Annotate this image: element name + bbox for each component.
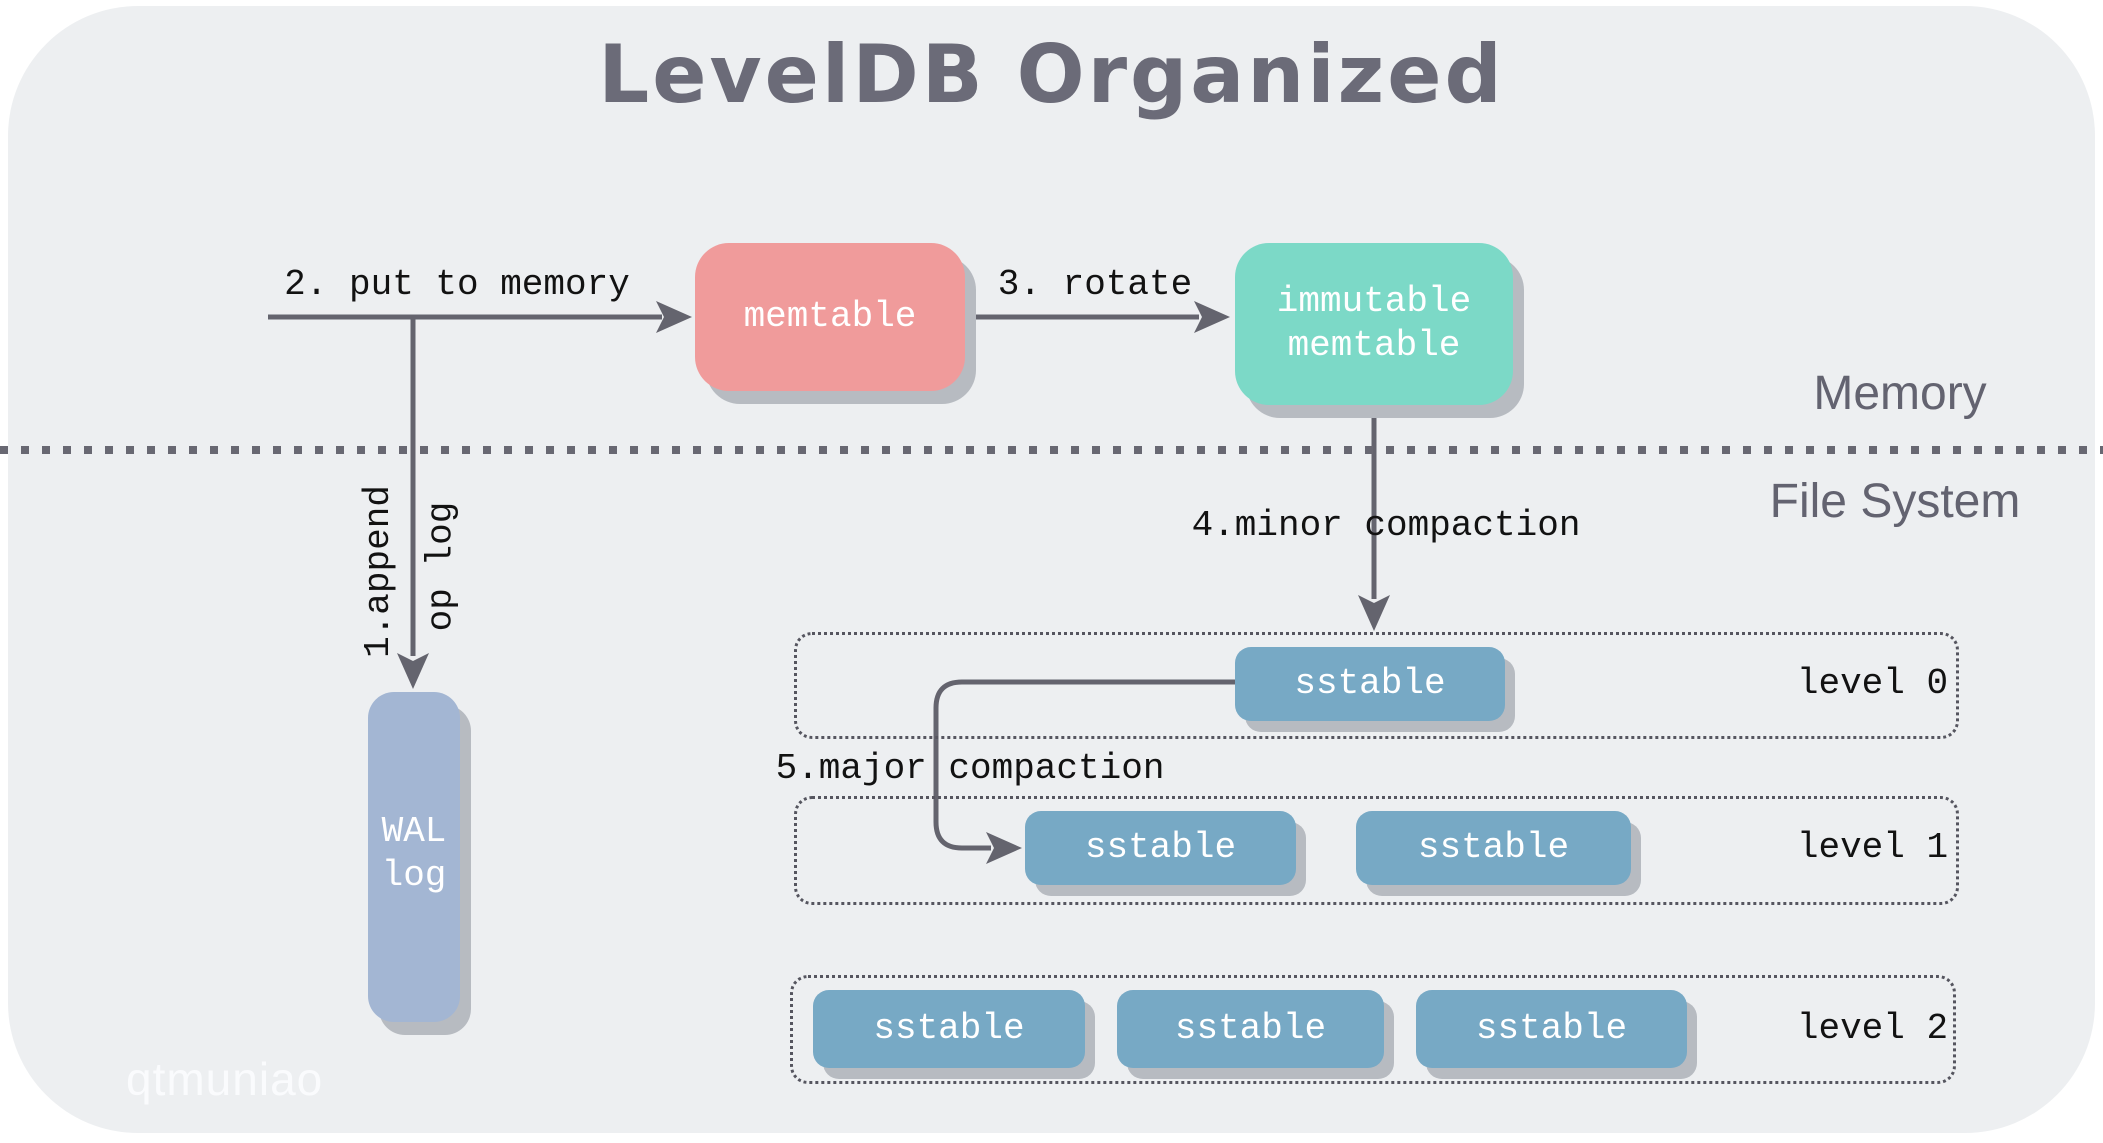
step4-label: 4.minor compaction — [1191, 505, 1581, 546]
wal-log-node: WAL log — [368, 692, 460, 1022]
level2-sstable-1: sstable — [813, 990, 1085, 1068]
step3-label: 3. rotate — [997, 264, 1193, 305]
sstable-label: sstable — [1417, 827, 1570, 868]
sstable-label: sstable — [1294, 663, 1446, 704]
diagram-background-panel — [8, 6, 2095, 1133]
level0-container — [794, 632, 1959, 739]
filesystem-region-label: File System — [1769, 475, 2021, 528]
diagram-title: LevelDB Organized — [598, 28, 1505, 121]
level0-sstable-1: sstable — [1235, 647, 1505, 721]
sstable-label: sstable — [1174, 1008, 1327, 1049]
wal-label-line2: log — [381, 855, 447, 896]
rotate-arrow-icon — [965, 301, 1230, 333]
step1-oplog-label: op log — [420, 501, 462, 632]
level2-sstable-3: sstable — [1416, 990, 1687, 1068]
immutable-memtable-label-line2: memtable — [1287, 325, 1461, 366]
level2-label: level 2 — [1796, 1008, 1949, 1049]
level2-sstable-2: sstable — [1117, 990, 1384, 1068]
step5-label: 5.major compaction — [775, 748, 1165, 789]
level2-container — [790, 975, 1956, 1084]
level1-sstable-1: sstable — [1025, 811, 1296, 885]
minor-compaction-arrow-icon — [1358, 404, 1390, 631]
memtable-node: memtable — [695, 243, 965, 391]
level1-label: level 1 — [1796, 827, 1949, 868]
level1-container — [794, 796, 1959, 905]
major-compaction-arrow-icon — [933, 679, 1235, 864]
watermark: qtmuniao — [126, 1053, 324, 1105]
memory-region-label: Memory — [1813, 367, 1987, 420]
append-wal-arrow-icon — [397, 317, 429, 689]
memtable-label: memtable — [743, 296, 917, 337]
step1-append-label: 1.append — [358, 485, 399, 658]
sstable-label: sstable — [1084, 827, 1237, 868]
put-to-memory-arrow-icon — [268, 301, 692, 333]
sstable-label: sstable — [1475, 1008, 1628, 1049]
level1-sstable-2: sstable — [1356, 811, 1631, 885]
sstable-label: sstable — [873, 1008, 1025, 1049]
immutable-memtable-node: immutable memtable — [1235, 243, 1513, 405]
memory-filesystem-divider — [0, 446, 2103, 454]
wal-label-line1: WAL — [381, 811, 447, 852]
level0-label: level 0 — [1796, 663, 1949, 704]
step2-label: 2. put to memory — [284, 264, 630, 305]
immutable-memtable-label-line1: immutable — [1276, 281, 1472, 322]
